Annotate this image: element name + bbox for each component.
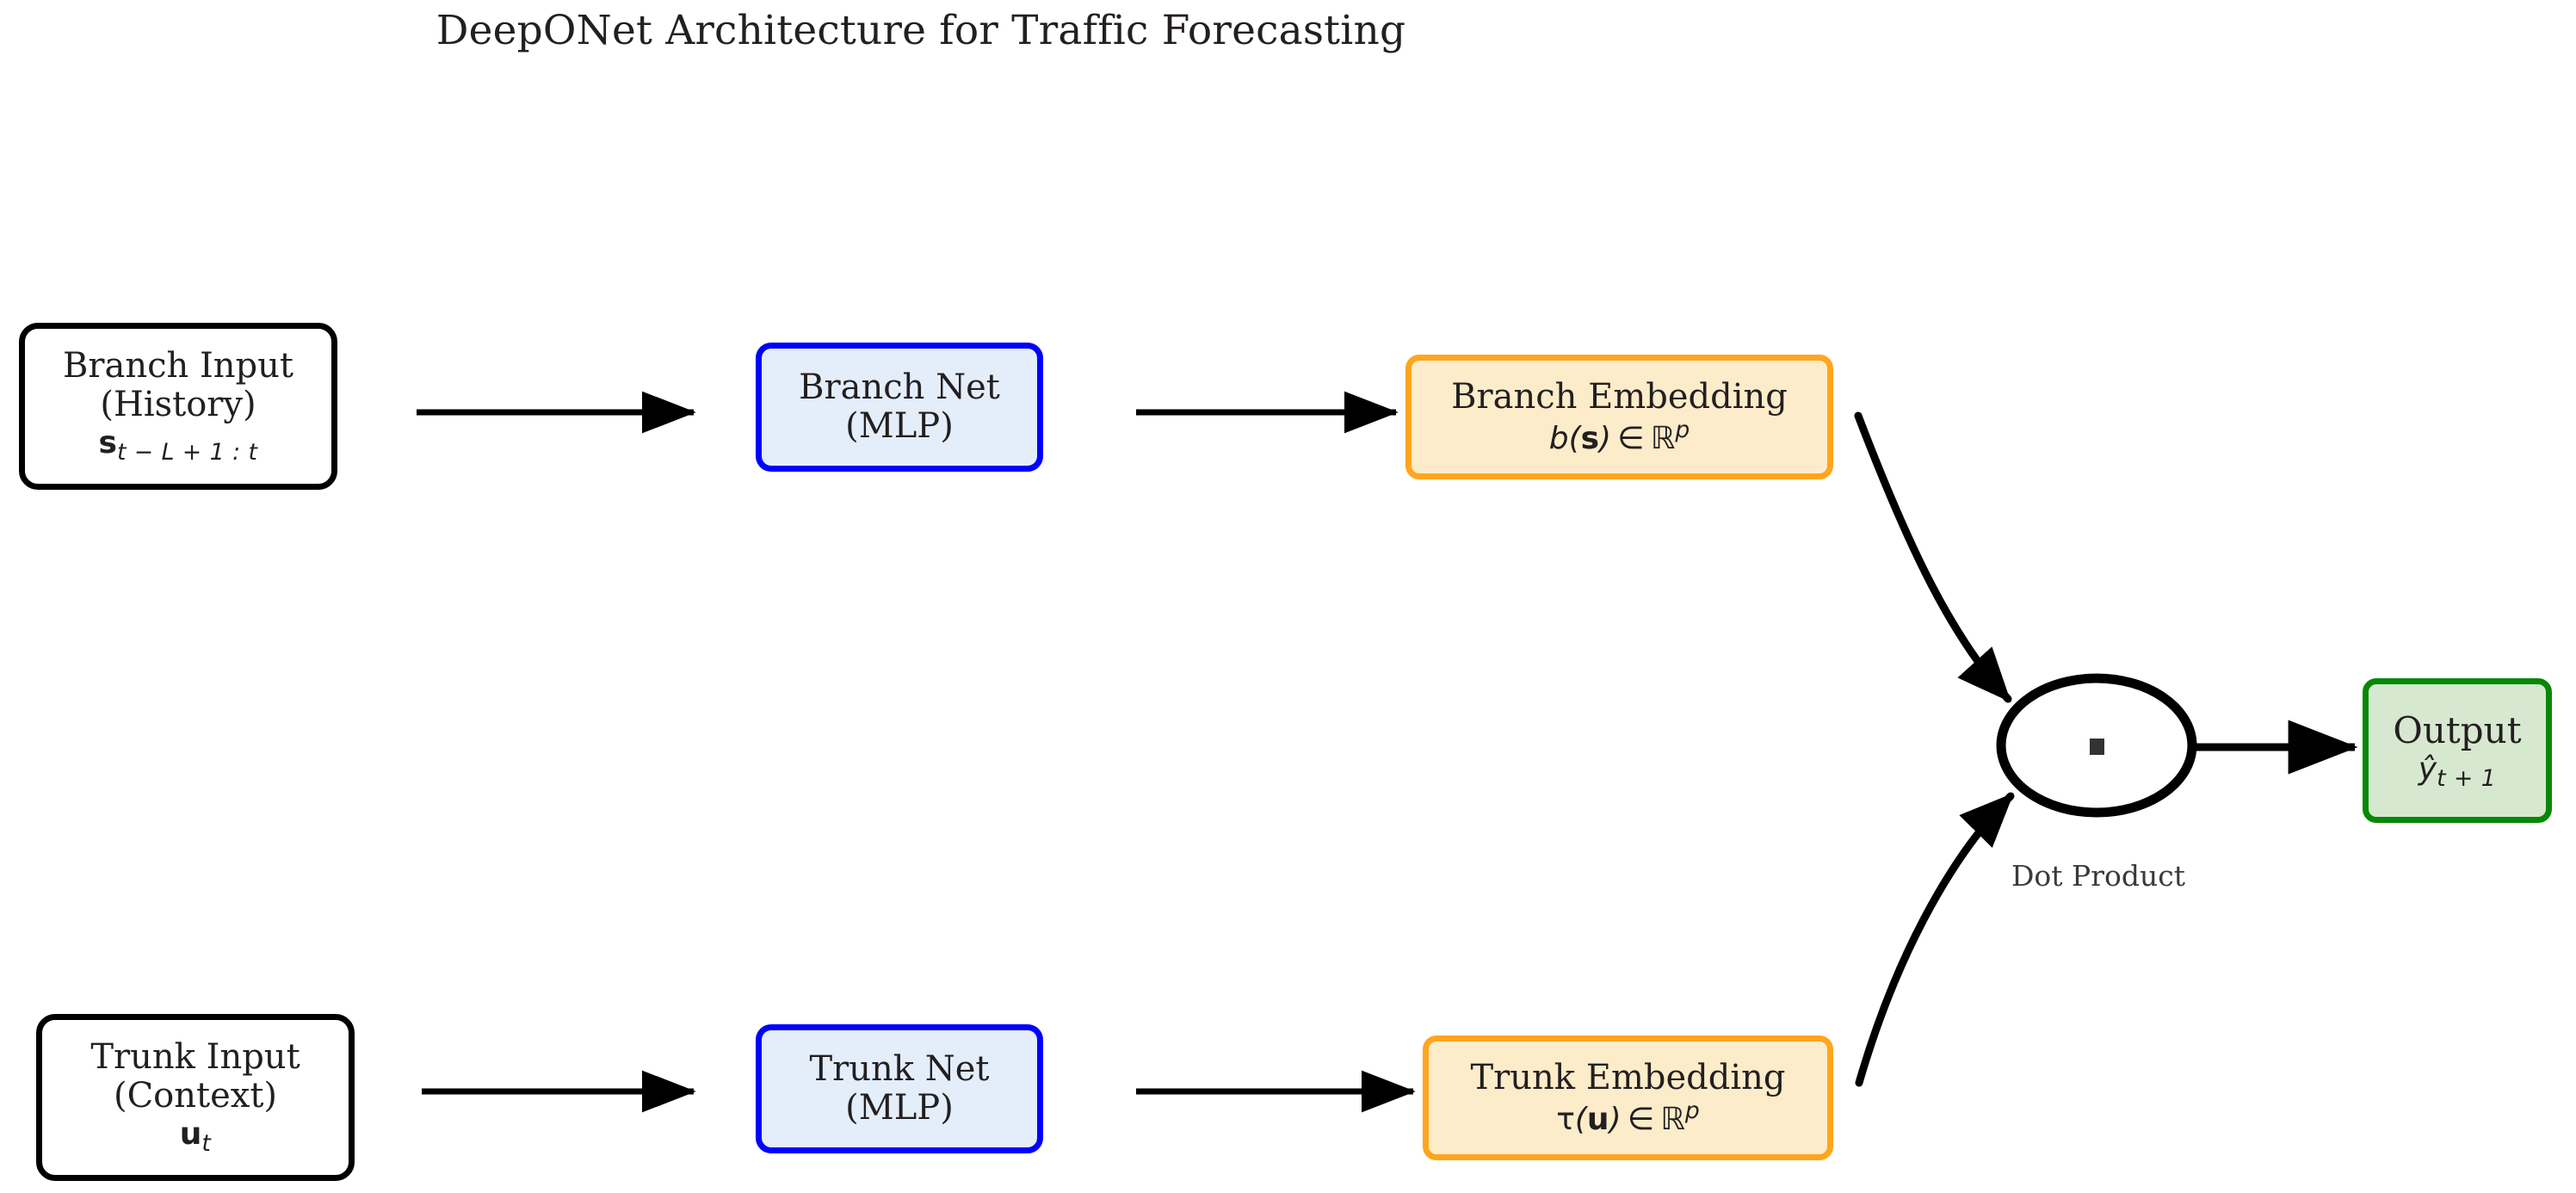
branch-input-subtitle: (History)	[100, 385, 256, 425]
arrow-branch-embedding-to-dot-product	[1854, 411, 2012, 703]
branch-net-subtitle: (MLP)	[845, 406, 954, 446]
trunk-embedding-function: τ	[1556, 1102, 1575, 1138]
node-branch-embedding[interactable]: Branch Embedding b(s) ∈ ℝp	[1405, 355, 1833, 479]
output-title: Output	[2393, 708, 2522, 751]
dot-product-label: Dot Product	[2011, 859, 2186, 893]
trunk-input-symbol: u	[179, 1116, 202, 1152]
output-formula: ŷt + 1	[2418, 751, 2497, 792]
trunk-embedding-space: ℝ	[1660, 1102, 1685, 1138]
dot-product-glyph	[2090, 739, 2104, 755]
branch-embedding-relation: ∈	[1617, 421, 1645, 457]
branch-embedding-function: b	[1548, 421, 1569, 457]
branch-embedding-argument: s	[1580, 421, 1600, 457]
trunk-embedding-title: Trunk Embedding	[1470, 1057, 1786, 1097]
trunk-embedding-dimension: p	[1684, 1097, 1700, 1125]
trunk-embedding-argument: u	[1586, 1102, 1609, 1138]
trunk-input-title: Trunk Input	[90, 1037, 300, 1078]
node-output[interactable]: Output ŷt + 1	[2363, 678, 2552, 823]
trunk-input-formula: ut	[179, 1116, 212, 1157]
trunk-embedding-formula: τ(u) ∈ ℝp	[1556, 1097, 1700, 1138]
node-trunk-embedding[interactable]: Trunk Embedding τ(u) ∈ ℝp	[1423, 1035, 1833, 1160]
branch-net-title: Branch Net	[799, 368, 1000, 408]
page-title: DeepONet Architecture for Traffic Foreca…	[436, 7, 1406, 54]
trunk-embedding-relation: ∈	[1627, 1102, 1655, 1138]
output-subscript: t + 1	[2437, 764, 2497, 792]
arrow-trunk-embedding-to-dot-product	[1855, 792, 2015, 1087]
node-trunk-net[interactable]: Trunk Net (MLP)	[756, 1024, 1043, 1153]
node-trunk-input[interactable]: Trunk Input (Context) ut	[36, 1014, 355, 1181]
branch-embedding-dimension: p	[1675, 417, 1690, 444]
trunk-input-subtitle: (Context)	[113, 1076, 278, 1116]
node-branch-net[interactable]: Branch Net (MLP)	[756, 343, 1043, 472]
branch-embedding-title: Branch Embedding	[1451, 376, 1788, 417]
trunk-net-title: Trunk Net	[809, 1049, 990, 1090]
branch-embedding-formula: b(s) ∈ ℝp	[1548, 417, 1690, 457]
branch-input-title: Branch Input	[62, 346, 293, 386]
trunk-input-subscript: t	[201, 1129, 212, 1157]
trunk-net-subtitle: (MLP)	[845, 1088, 954, 1128]
branch-input-subscript: t − L + 1 : t	[116, 438, 258, 466]
branch-input-formula: st − L + 1 : t	[98, 424, 258, 466]
node-branch-input[interactable]: Branch Input (History) st − L + 1 : t	[19, 323, 337, 490]
branch-embedding-space: ℝ	[1650, 421, 1676, 457]
output-symbol: ŷ	[2418, 751, 2437, 787]
branch-input-symbol: s	[98, 424, 117, 461]
